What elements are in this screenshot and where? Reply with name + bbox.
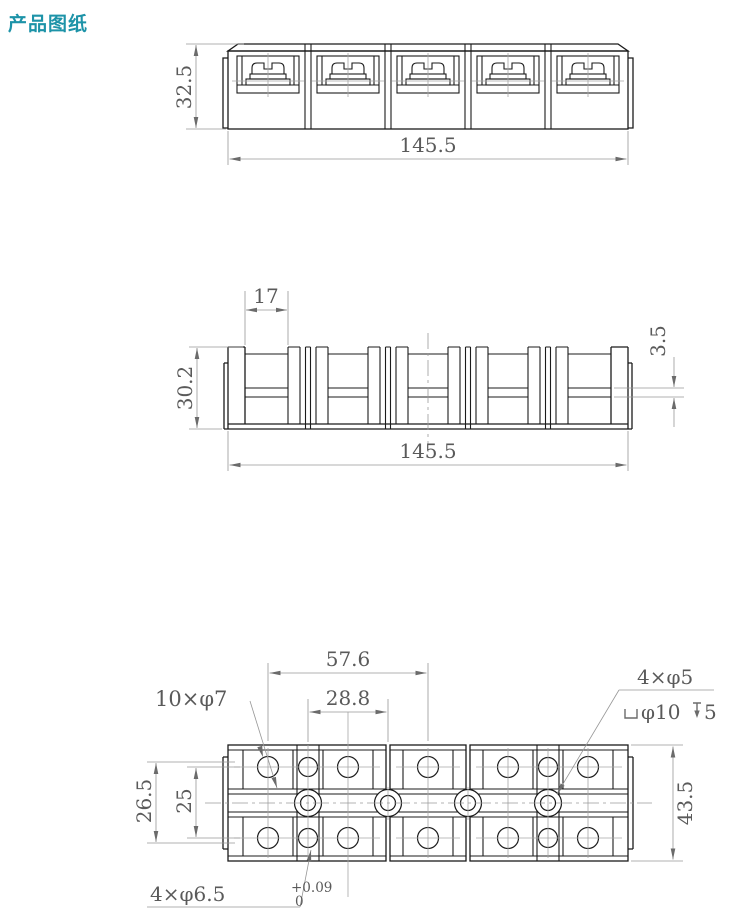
dim-hole-pitch-double: 57.6 — [326, 647, 371, 671]
dim-front-width: 145.5 — [399, 133, 456, 157]
screw-holes-label: 4×φ5 — [637, 665, 693, 689]
counterbore-depth-label: 5 — [704, 700, 717, 724]
screw-holes-callout: 4×φ5 φ10 5 — [556, 665, 717, 795]
dim-row-spacing-outer: 26.5 — [132, 779, 156, 824]
tolerance-lower: 0 — [295, 894, 304, 910]
counterbore-icon — [624, 709, 638, 719]
dim-block-depth: 43.5 — [673, 781, 697, 826]
front-view: 32.5 145.5 — [172, 43, 634, 165]
tolerance-upper: +0.09 — [291, 880, 332, 896]
dim-plate-thickness: 3.5 — [646, 325, 670, 357]
dim-section-width: 145.5 — [399, 439, 456, 463]
plan-view: 57.6 28.8 26.5 25 43.5 10×φ7 4×φ5 φ10 — [132, 647, 717, 910]
wire-holes-label: 10×φ7 — [155, 687, 227, 711]
page-title: 产品图纸 — [8, 14, 89, 35]
slot-holes-callout: 4×φ6.5 +0.09 0 — [147, 849, 332, 910]
dim-row-spacing: 25 — [172, 788, 196, 813]
dim-hole-pitch: 28.8 — [326, 686, 371, 710]
dim-slot-width: 17 — [253, 284, 278, 308]
slot-holes-label: 4×φ6.5 — [150, 882, 225, 906]
section-view: 17 30.2 3.5 145.5 — [173, 284, 684, 471]
depth-icon — [693, 702, 701, 718]
counterbore-dia-label: φ10 — [641, 700, 680, 724]
dim-front-height: 32.5 — [172, 65, 196, 110]
dim-section-height: 30.2 — [173, 366, 197, 411]
wire-holes-callout: 10×φ7 — [155, 687, 278, 789]
terminal-cell — [232, 53, 624, 97]
